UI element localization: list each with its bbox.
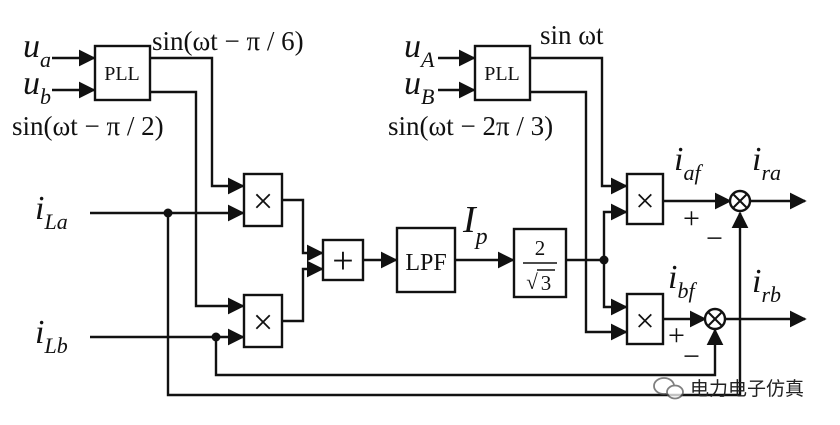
sum-b-minus-sign: − <box>683 340 700 373</box>
lpf-block: LPF <box>395 226 457 294</box>
wechat-icon <box>653 377 684 400</box>
sum-block: + <box>321 238 365 282</box>
right-pll-label: PLL <box>484 63 520 85</box>
gain-to-mult-d-wire <box>602 260 628 316</box>
input-uB-label: uB <box>404 65 434 109</box>
signal-ibf-label: ibf <box>668 259 697 303</box>
left-pll-block: PLL <box>93 44 152 102</box>
input-ua-label: ua <box>23 28 51 72</box>
input-uA-label: uA <box>404 28 435 72</box>
input-iLb-label: iLb <box>35 314 68 358</box>
multiplier-b: × <box>242 293 284 349</box>
svg-text:+: + <box>332 240 353 282</box>
input-iLa-label: iLa <box>35 190 68 234</box>
multiplier-c: × <box>625 172 665 226</box>
multiplier-d: × <box>625 292 665 346</box>
right-pll-top-wire <box>530 56 628 195</box>
gain-to-mult-c-wire <box>602 203 628 260</box>
mult-b-out-wire <box>282 260 324 323</box>
mult-a-out-wire <box>282 198 324 262</box>
iLa-feedback-wire <box>166 211 749 397</box>
left-pll-label: PLL <box>104 63 140 85</box>
signal-ira-label: ira <box>752 141 781 185</box>
watermark-text: 电力电子仿真 <box>690 378 804 400</box>
sum-b-plus-sign: + <box>668 319 685 352</box>
right-pll-block: PLL <box>473 44 532 102</box>
right-pll-out-top-label: sin ωt <box>540 20 604 50</box>
right-pll-bottom-wire <box>530 90 628 341</box>
left-pll-top-wire <box>150 56 245 195</box>
gain-numerator: 2 <box>535 236 546 260</box>
left-pll-bottom-wire <box>150 90 245 315</box>
right-pll-out-bottom-label: sin(ωt − 2π / 3) <box>388 111 553 141</box>
svg-text:×: × <box>635 303 654 340</box>
signal-irb-label: irb <box>752 263 781 307</box>
gain-block: 2 √ 3 <box>512 227 568 299</box>
svg-text:×: × <box>635 183 654 220</box>
svg-text:×: × <box>253 181 273 221</box>
sum-a-minus-sign: − <box>706 222 723 255</box>
iLb-feedback-wire <box>214 328 724 377</box>
signal-iaf-label: iaf <box>674 141 703 185</box>
svg-text:LPF: LPF <box>405 250 446 276</box>
gain-denominator: 3 <box>541 271 552 295</box>
left-pll-out-top-label: sin(ωt − π / 6) <box>152 26 304 56</box>
svg-text:×: × <box>253 302 273 342</box>
gain-sqrt-sign: √ <box>526 270 538 294</box>
input-ub-label: ub <box>23 65 51 109</box>
sum-a-plus-sign: + <box>683 202 700 235</box>
summing-junction-a <box>728 189 752 213</box>
summing-junction-b <box>703 307 727 331</box>
signal-Ip-label: Ip <box>462 199 488 250</box>
multiplier-a: × <box>242 172 284 228</box>
left-pll-out-bottom-label: sin(ωt − π / 2) <box>12 111 164 141</box>
watermark: 电力电子仿真 <box>653 377 804 400</box>
